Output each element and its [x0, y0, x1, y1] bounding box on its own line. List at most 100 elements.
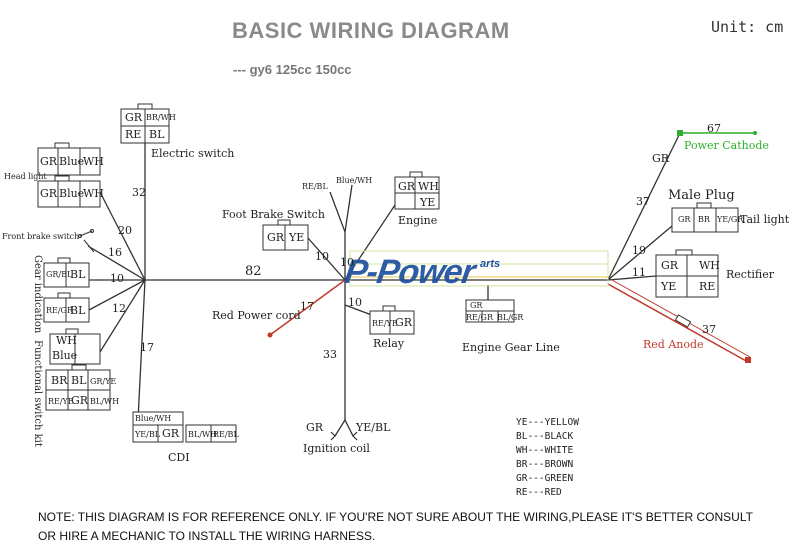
pin-label: GR [395, 316, 413, 329]
engine-gear-line-label: Engine Gear Line [462, 341, 560, 354]
electric-switch-label: Electric switch [151, 147, 235, 160]
pin-label: YE [289, 231, 305, 244]
wire-length: 12 [112, 302, 126, 315]
note-line-2: OR HIRE A MECHANIC TO INSTALL THE WIRING… [38, 529, 376, 543]
pin-label: WH [83, 155, 104, 168]
pin-label: YE [661, 280, 677, 293]
wire-length: 10 [340, 256, 354, 269]
diagram-title: BASIC WIRING DIAGRAM [232, 18, 510, 43]
pin-label: YE/BL [135, 430, 161, 439]
pin-label: GR [306, 421, 324, 434]
legend-item: WH---WHITE [516, 445, 574, 456]
wire-male-plug [607, 132, 681, 281]
legend-item: BR---BROWN [516, 459, 574, 470]
wire-length: 17 [300, 300, 314, 313]
watermark-logo: P-Power [342, 253, 477, 291]
wire-rectifier [607, 275, 657, 281]
color-legend: YE---YELLOW BL---BLACK WH---WHITE BR---B… [516, 416, 579, 500]
relay-label: Relay [373, 337, 405, 350]
pin-label: BL [71, 374, 87, 387]
wire-length: 20 [118, 224, 132, 237]
pin-label: RE/GR [46, 306, 73, 315]
pin-label: GR [125, 111, 143, 124]
wire-foot-brake [307, 237, 346, 281]
wire-length: 33 [323, 348, 337, 361]
wire-length: 37 [702, 323, 716, 336]
pin-label: YE [420, 196, 436, 209]
unit-label: Unit: cm [711, 18, 784, 36]
pin-label: RE/BL [213, 430, 239, 439]
wire-length: 19 [632, 244, 646, 257]
legend-item: RE---RED [516, 487, 562, 498]
wire-functional-switch [99, 279, 146, 353]
legend-item: BL---BLACK [516, 431, 574, 442]
pin-label: GR [71, 394, 89, 407]
wire-length: 82 [245, 264, 262, 279]
front-brake-switch-label: Front brake switch [2, 232, 80, 241]
red-anode-label: Red Anode [643, 338, 704, 351]
pin-label: BL [70, 304, 86, 317]
pin-label: GR [652, 152, 670, 165]
functional-switch-kit-label: Functional switch kit [32, 340, 43, 447]
pin-label: GR [661, 259, 679, 272]
pin-label: BR/WH [146, 113, 176, 122]
pin-label: GR/YE [90, 377, 117, 386]
wire-length: 10 [315, 250, 329, 263]
pin-label: RE [699, 280, 716, 293]
wire-length: 17 [140, 341, 154, 354]
wire-length: 16 [108, 246, 122, 259]
legend-item: YE---YELLOW [516, 417, 579, 428]
wire-gear-2 [88, 279, 146, 311]
pin-label: RE/YE [48, 397, 74, 406]
ignition-coil-label: Ignition coil [303, 442, 370, 455]
red-power-cord-wire [269, 279, 346, 336]
red-anode-wire [607, 283, 749, 363]
wire-length: 67 [707, 122, 721, 135]
pin-label: RE/GR [466, 313, 493, 322]
pin-label: RE/BL [302, 182, 328, 191]
pin-label: BR [51, 374, 68, 387]
diagram-subtitle: --- gy6 125cc 150cc [233, 62, 352, 77]
wire-front-brake [87, 245, 146, 281]
pin-label: GR [398, 180, 416, 193]
pin-label: Blue/WH [135, 414, 172, 423]
pin-label: YE/GR [717, 215, 744, 224]
red-power-cord-label: Red Power cord [212, 309, 301, 322]
wire-length: 10 [348, 296, 362, 309]
watermark-small: arts [480, 258, 501, 270]
wire-length: 32 [132, 186, 146, 199]
pin-label: GR/BL [46, 270, 73, 279]
pin-label: WH [83, 187, 104, 200]
pin-label: Blue/WH [336, 176, 373, 185]
head-light-label: Head light [4, 172, 47, 181]
pin-label: GR [678, 215, 691, 224]
wire-ignition [334, 419, 346, 437]
pin-label: BL/WH [188, 430, 218, 439]
pin-label: Blue [59, 155, 85, 168]
pin-label: GR [162, 427, 180, 440]
pin-label: BL [149, 128, 165, 141]
engine-label: Engine [398, 214, 438, 227]
note-line-1: NOTE: THIS DIAGRAM IS FOR REFERENCE ONLY… [38, 510, 753, 524]
pin-label: WH [56, 334, 77, 347]
wire-length: 37 [636, 195, 650, 208]
rectifier-label: Rectifier [726, 268, 774, 281]
foot-brake-switch-label: Foot Brake Switch [222, 208, 325, 221]
pin-label: RE [125, 128, 142, 141]
gear-indication-label: Gear indication [32, 255, 43, 334]
pin-label: BR [698, 215, 710, 224]
pin-label: Blue [59, 187, 85, 200]
pin-label: BL/GR [497, 313, 524, 322]
wire-tail-light [607, 225, 673, 281]
pin-label: RE/YE [372, 319, 398, 328]
male-plug-label: Male Plug [668, 188, 735, 203]
pin-label: WH [699, 259, 720, 272]
wire-length: 11 [632, 266, 646, 279]
wire-cdi [137, 279, 146, 421]
pin-label: GR [40, 155, 58, 168]
pin-label: GR [470, 301, 483, 310]
pin-label: BL [70, 268, 86, 281]
cdi-label: CDI [168, 451, 190, 464]
